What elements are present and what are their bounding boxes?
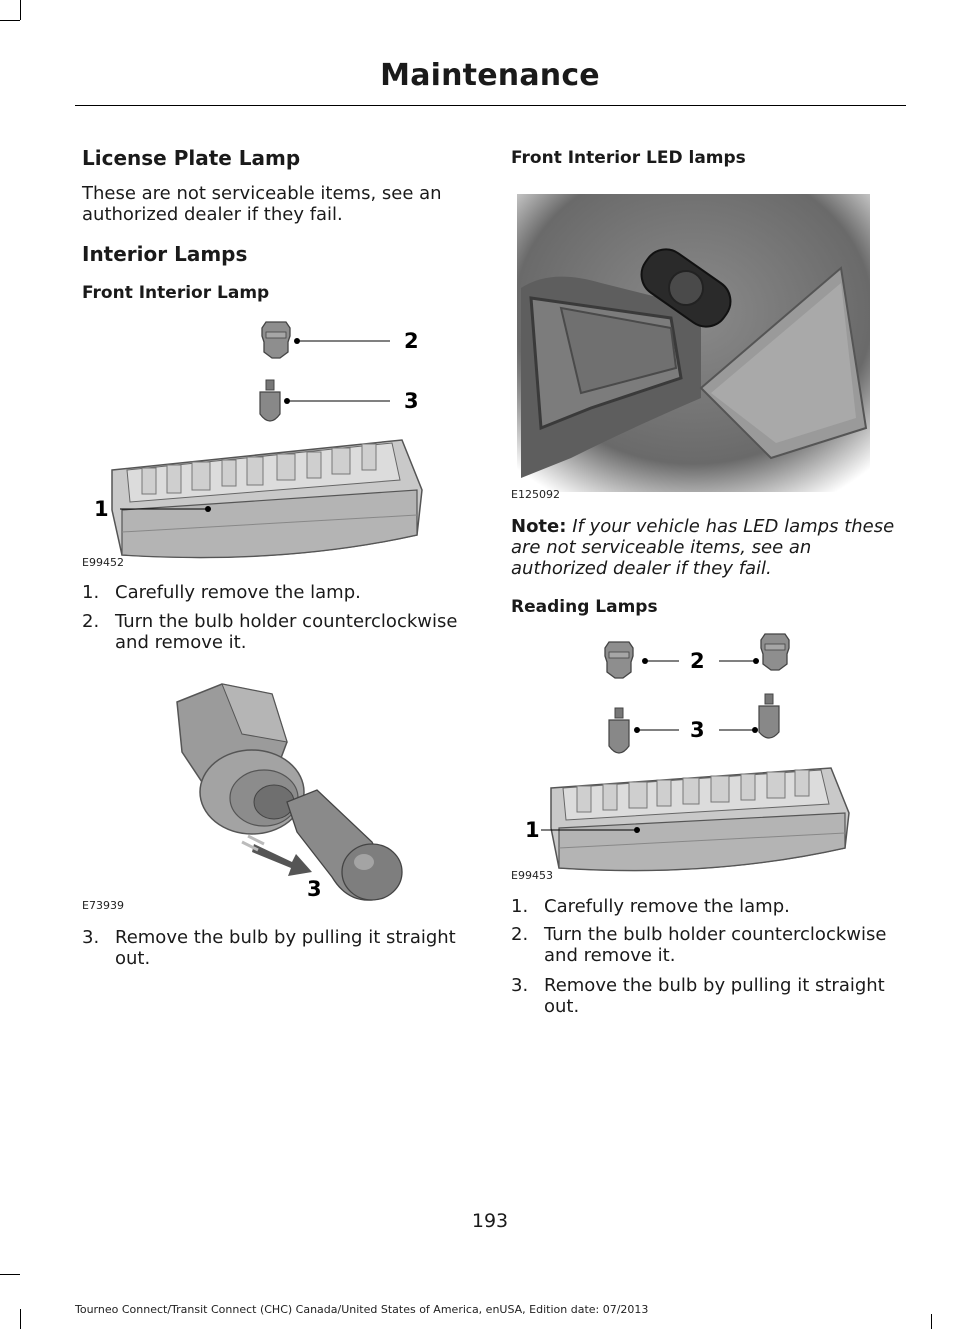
- crop-mark: [0, 1274, 20, 1275]
- list-item: 3. Remove the bulb by pulling it straigh…: [82, 927, 477, 971]
- list-item: 1. Carefully remove the lamp.: [511, 896, 911, 920]
- list-item: 1. Carefully remove the lamp.: [82, 582, 477, 606]
- list-number: 2.: [511, 924, 529, 945]
- list-text: Carefully remove the lamp.: [115, 582, 361, 603]
- figure-code: E73939: [82, 899, 124, 912]
- crop-mark: [20, 1309, 21, 1329]
- list-item: 2. Turn the bulb holder counterclockwise…: [82, 611, 477, 655]
- figure-code: E99453: [511, 869, 553, 882]
- callout-2: 2: [404, 329, 419, 353]
- callout-3: 3: [404, 389, 419, 413]
- list-text: Turn the bulb holder counterclockwise an…: [115, 611, 458, 653]
- note-text: If your vehicle has LED lamps these are …: [511, 516, 895, 579]
- list-item: 3. Remove the bulb by pulling it straigh…: [511, 975, 911, 1019]
- callout-1: 1: [525, 818, 540, 842]
- list-number: 3.: [511, 975, 529, 996]
- interior-lamps-heading: Interior Lamps: [82, 242, 248, 266]
- header-divider: [75, 105, 906, 106]
- list-text: Carefully remove the lamp.: [544, 896, 790, 917]
- front-interior-lamp-figure: 2 3 1: [94, 321, 423, 559]
- front-interior-heading: Front Interior Lamp: [82, 283, 270, 303]
- list-text: Remove the bulb by pulling it straight o…: [544, 975, 885, 1017]
- license-plate-text: These are not serviceable items, see an …: [82, 183, 442, 225]
- list-text: Turn the bulb holder counterclockwise an…: [544, 924, 887, 966]
- reading-lamps-heading: Reading Lamps: [511, 597, 658, 617]
- led-lamp-photo: [511, 188, 876, 498]
- callout-3: 3: [690, 718, 705, 742]
- callout-2: 2: [690, 649, 705, 673]
- bulb-part: [259, 379, 281, 422]
- list-number: 1.: [82, 582, 100, 603]
- crop-mark: [20, 0, 21, 20]
- note-block: Note: If your vehicle has LED lamps thes…: [511, 516, 911, 579]
- bulb-holder-part: [261, 321, 291, 359]
- figure-code: E99452: [82, 556, 124, 569]
- footer-text: Tourneo Connect/Transit Connect (CHC) Ca…: [75, 1303, 649, 1316]
- bulb-removal-figure: 3: [176, 683, 403, 901]
- page-number: 193: [471, 1210, 509, 1232]
- list-number: 1.: [511, 896, 529, 917]
- crop-mark: [931, 1314, 932, 1329]
- pull-arrow-icon: [252, 844, 312, 876]
- page-title: Maintenance: [380, 58, 600, 93]
- callout-3: 3: [307, 877, 322, 901]
- callout-1: 1: [94, 497, 109, 521]
- figure-code: E125092: [511, 488, 560, 501]
- crop-mark: [0, 20, 20, 21]
- license-plate-heading: License Plate Lamp: [82, 146, 301, 170]
- led-lamps-heading: Front Interior LED lamps: [511, 148, 746, 168]
- list-number: 2.: [82, 611, 100, 632]
- list-item: 2. Turn the bulb holder counterclockwise…: [511, 924, 911, 968]
- led-lamp-lens: [640, 248, 732, 328]
- note-label: Note:: [511, 516, 567, 537]
- list-number: 3.: [82, 927, 100, 948]
- reading-lamp-figure: 2 3 1: [525, 633, 850, 872]
- list-text: Remove the bulb by pulling it straight o…: [115, 927, 456, 969]
